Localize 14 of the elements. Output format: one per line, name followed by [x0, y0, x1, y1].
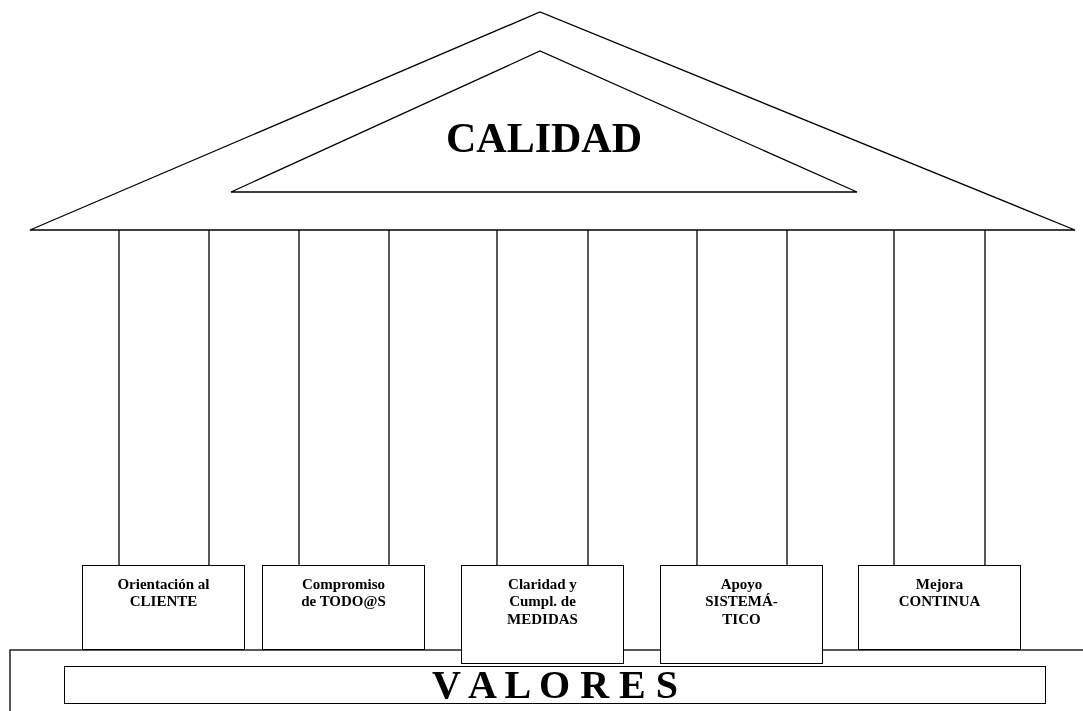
- base-banner: [64, 666, 1046, 704]
- pillar-label: Mejora CONTINUA: [897, 576, 982, 611]
- pillar-box: [82, 565, 245, 650]
- pillar-label: Compromiso de TODO@S: [300, 576, 387, 611]
- pillar-label: Orientación al CLIENTE: [116, 576, 211, 611]
- heading: CALIDAD: [446, 114, 642, 163]
- pillar-box: [858, 565, 1021, 650]
- heading: V A L O R E S: [431, 665, 678, 705]
- pillar-box: [461, 565, 624, 664]
- pillar-label: Apoyo SISTEMÁ- TICO: [704, 576, 779, 628]
- pillar-box: [262, 565, 425, 650]
- pillar-label: Claridad y Cumpl. de MEDIDAS: [506, 576, 579, 628]
- pillar-box: [660, 565, 823, 664]
- pediment-triangle: [230, 50, 858, 193]
